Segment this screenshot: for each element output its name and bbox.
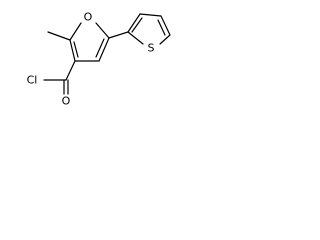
bond-c3-carbonyl xyxy=(65,60,76,81)
bond-thio-c3-c4 xyxy=(139,13,162,17)
furan-oxygen-label: O xyxy=(84,11,93,24)
bond-thio-c5-s xyxy=(159,34,171,45)
atom-labels: O S Cl O xyxy=(27,11,155,108)
chlorine-label: Cl xyxy=(27,74,38,87)
bond-furan-thiophene xyxy=(108,31,129,39)
chemical-structure-diagram: O S Cl O xyxy=(27,11,171,108)
bond-furan-c3-c2-inner xyxy=(73,41,79,58)
bond-methyl xyxy=(47,31,71,41)
bond-thio-c4-c5 xyxy=(160,15,171,36)
bond-thio-s-c2 xyxy=(127,31,144,45)
bond-furan-c2-o1 xyxy=(69,22,82,41)
bond-furan-c3-c2 xyxy=(69,39,76,62)
bond-furan-c5-c4-inner xyxy=(95,38,105,58)
bond-lines xyxy=(43,13,171,95)
bond-thio-c2-c3 xyxy=(127,13,141,33)
carbonyl-oxygen-label: O xyxy=(62,95,71,108)
bond-thio-c4-c5-inner xyxy=(157,19,166,36)
bond-furan-c5-c4 xyxy=(98,37,110,62)
thiophene-sulfur-label: S xyxy=(148,42,155,55)
bond-furan-o1-c5 xyxy=(95,22,110,39)
bond-thio-c2-c3-inner xyxy=(131,17,143,33)
